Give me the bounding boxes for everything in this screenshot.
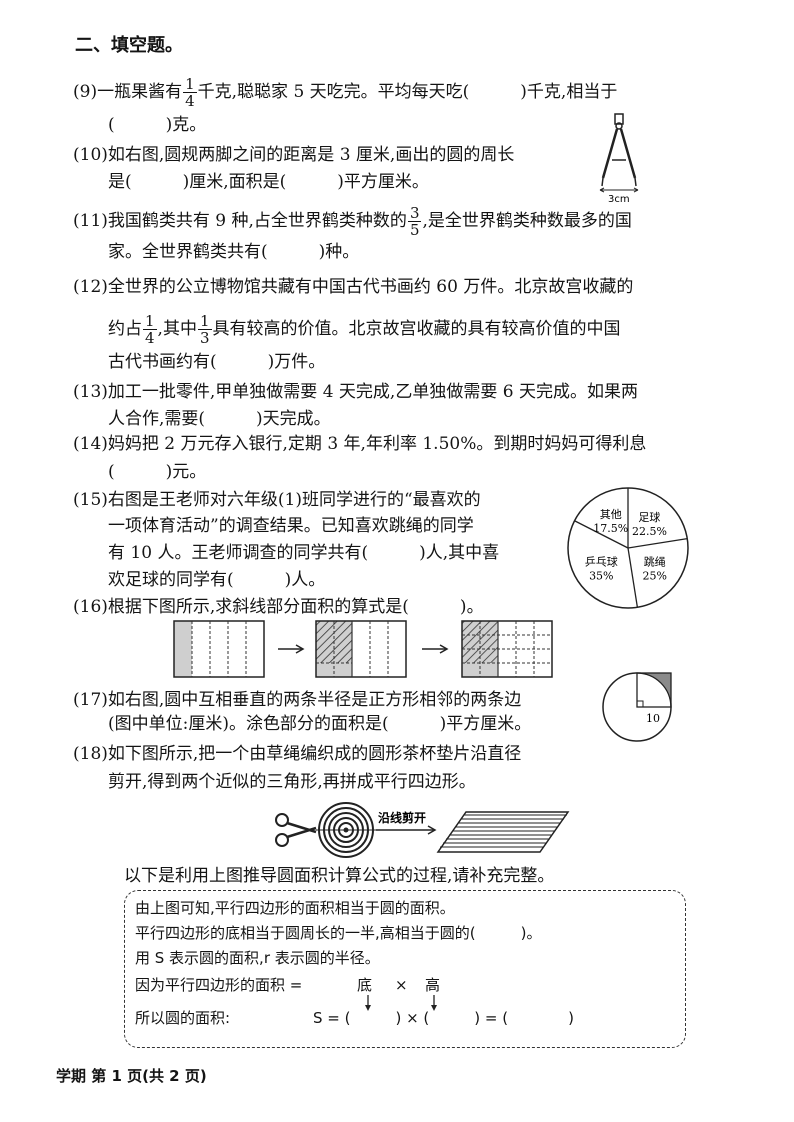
question-14-line-2: ( )元。 [108,462,207,482]
height-word: 高 [425,976,441,994]
question-17-line-2: (图中单位:厘米)。涂色部分的面积是( )平方厘米。 [108,714,532,734]
parallelogram [436,811,570,853]
circle-square-figure: 10 [602,672,672,742]
pie-slice-3-percent: 25% [642,569,666,582]
derivation-line-3: 用 S 表示圆的面积,r 表示圆的半径。 [135,949,380,967]
pie-slice-1-percent: 17.5% [593,522,628,535]
question-14-line-1: (14)妈妈把 2 万元存入银行,定期 3 年,年利率 1.50%。到期时妈妈可… [73,434,647,454]
coaster-circle [316,802,376,858]
derivation-line-4: 因为平行四边形的面积 = 底 × 高 [135,973,440,997]
question-13-line-1: (13)加工一批零件,甲单独做需要 4 天完成,乙单独做需要 6 天完成。如果两 [73,382,638,402]
pie-slice-4-percent: 35% [589,569,613,582]
pie-slice-1-category: 其他 [600,508,622,521]
question-12-line-3: 古代书画约有( )万件。 [108,352,326,372]
question-15-line-1: (15)右图是王老师对六年级(1)班同学进行的“最喜欢的 [73,490,481,510]
derivation-line-5: 所以圆的面积: S = ( ) × ( ) = ( ) [135,1006,574,1030]
arrow-2 [422,644,449,654]
question-11-line-2: 家。全世界鹤类共有( )种。 [108,242,360,262]
pie-slice-1-boundary [574,520,629,549]
pie-slice-4-category: 乒乓球 [585,554,618,568]
cut-label: 沿线剪开 [377,810,426,825]
pie-slice-2-category: 足球 [638,510,660,524]
area-formula: S = ( ) × ( ) = ( ) [313,1009,574,1027]
cut-arrow: 沿线剪开 [376,810,437,835]
page-footer: 学期 第 1 页(共 2 页) [56,1067,207,1085]
section-title: 二、填空题。 [75,35,183,56]
question-10-line-1: (10)如右图,圆规两脚之间的距离是 3 厘米,画出的圆的周长 [73,145,515,165]
pie-slice-2-percent: 22.5% [632,525,667,538]
fraction-rectangles-figure [173,620,553,678]
rectangle-3 [461,620,553,678]
question-15-line-2: 一项体育活动”的调查结果。已知喜欢跳绳的同学 [108,516,474,536]
question-18-line-2: 剪开,得到两个近似的三角形,再拼成平行四边形。 [108,772,476,792]
derivation-intro: 以下是利用上图推导圆面积计算公式的过程,请补充完整。 [124,866,555,886]
down-arrows [365,995,437,1011]
times-sign: × [395,976,408,994]
compass-figure: 3cm [599,113,639,204]
pie-slice-3-category: 跳绳 [644,554,666,568]
rectangle-2 [315,620,407,678]
question-9-line-2: ( )克。 [108,115,207,135]
question-15-line-3: 有 10 人。王老师调查的同学共有( )人,其中喜 [108,543,500,563]
rectangle-1 [173,620,265,678]
derivation-line-1: 由上图可知,平行四边形的面积相当于圆的面积。 [135,899,455,917]
question-13-line-2: 人合作,需要( )天完成。 [108,409,331,429]
question-17-line-1: (17)如右图,圆中互相垂直的两条半径是正方形相邻的两条边 [73,690,522,710]
pie-slice-4-boundary [627,547,639,608]
square-side-label: 10 [646,712,660,725]
derivation-box [124,890,686,1048]
question-16-line-1: (16)根据下图所示,求斜线部分面积的算式是( )。 [73,597,484,617]
coaster-figure: 沿线剪开 [275,802,570,858]
base-word: 底 [357,976,373,994]
compass-label: 3cm [608,194,630,204]
question-15-line-4: 欢足球的同学有( )人。 [108,570,326,590]
arrow-1 [278,644,305,654]
question-18-line-1: (18)如下图所示,把一个由草绳编织成的圆形茶杯垫片沿直径 [73,744,522,764]
question-12-line-1: (12)全世界的公立博物馆共藏有中国古代书画约 60 万件。北京故宫收藏的 [73,277,634,297]
pie-slice-3-boundary [627,537,688,549]
scissors-icon [275,813,317,847]
derivation-line-2: 平行四边形的底相当于圆周长的一半,高相当于圆的( )。 [135,924,542,942]
question-10-line-2: 是( )厘米,面积是( )平方厘米。 [108,172,429,192]
